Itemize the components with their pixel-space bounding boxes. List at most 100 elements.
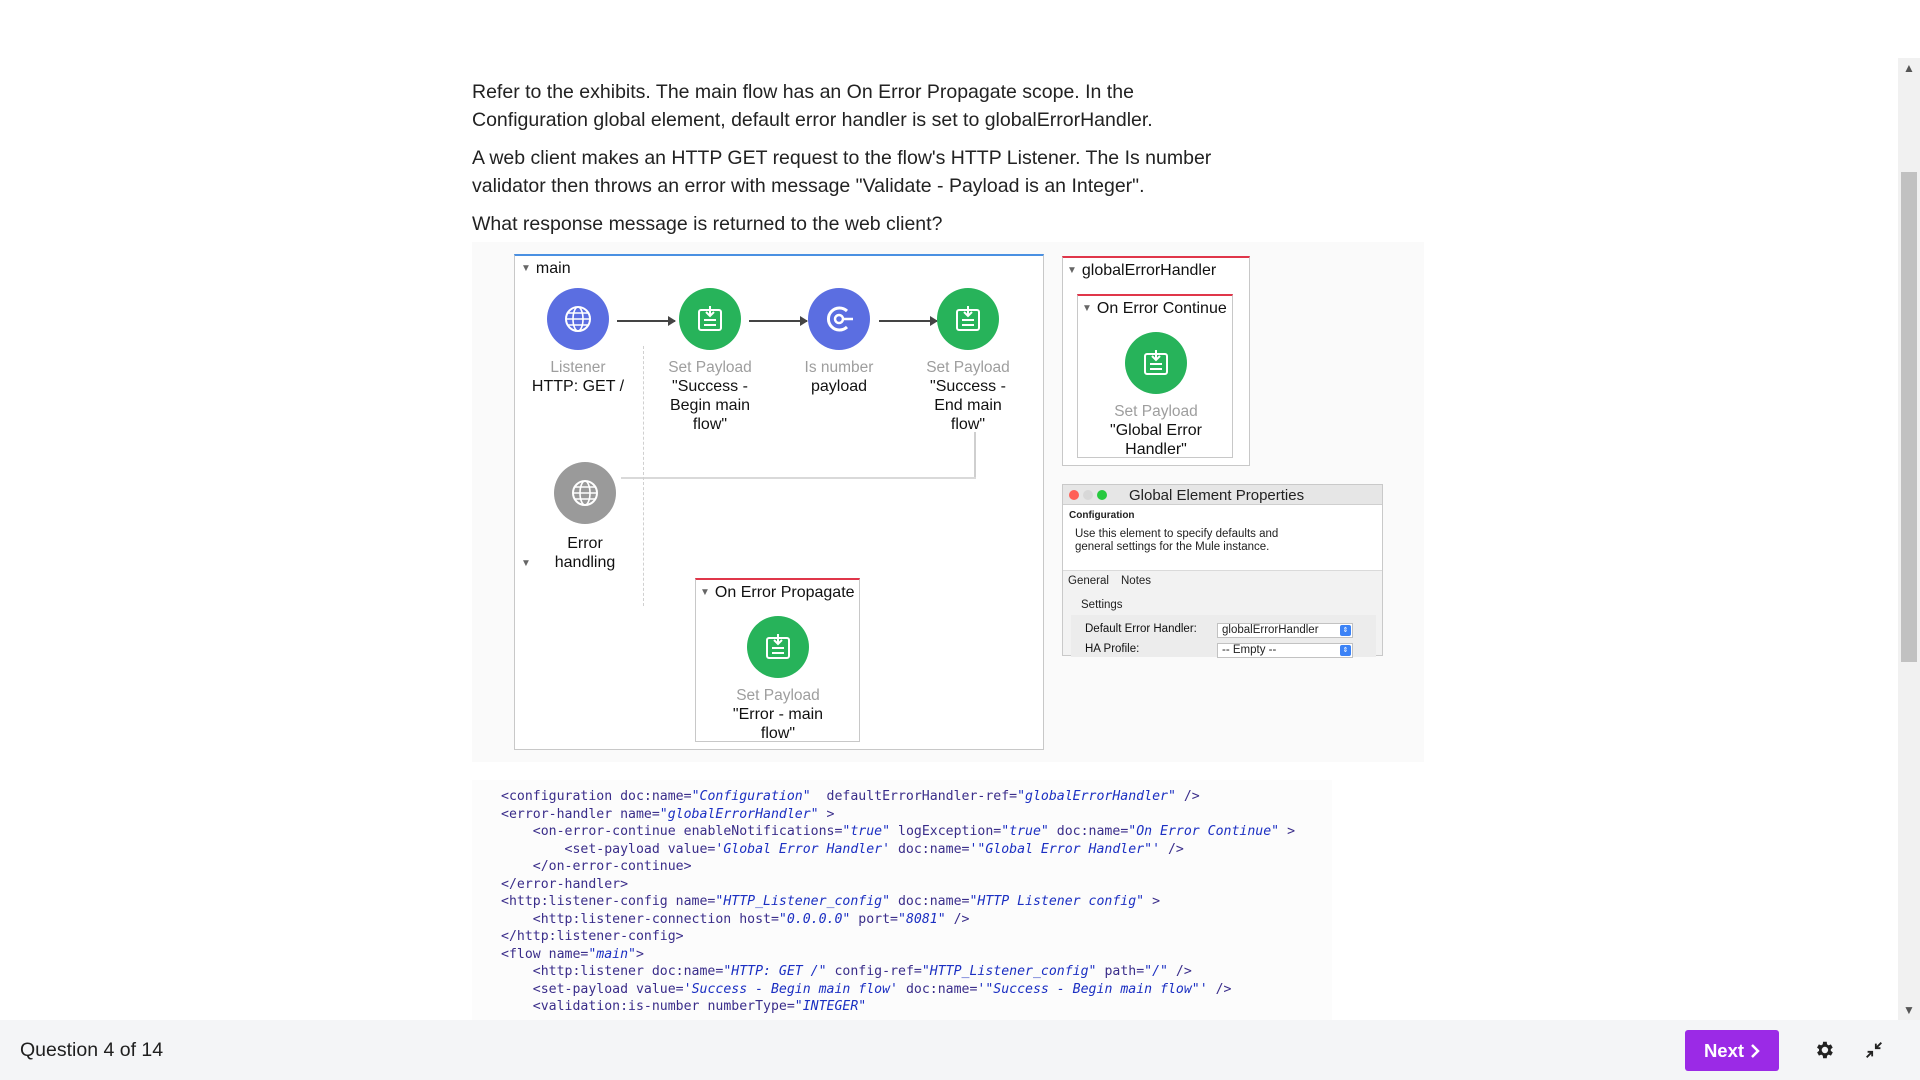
main-flow-title: ▼main	[521, 260, 571, 277]
ha-profile-select: -- Empty -- ⇕	[1217, 643, 1353, 658]
xml-code-block: <configuration doc:name="Configuration" …	[472, 780, 1332, 1016]
is-number-name-label: payload	[810, 378, 868, 395]
code-line: <http:listener doc:name="HTTP: GET /" co…	[501, 963, 1332, 981]
code-token: value=	[667, 841, 716, 857]
code-token: doc:name=	[620, 789, 692, 804]
scroll-up-arrow-icon[interactable]: ▲	[1903, 61, 1915, 75]
question-text: Refer to the exhibits. The main flow has…	[472, 78, 1232, 248]
code-line: <validation:is-number numberType="INTEGE…	[501, 998, 1332, 1016]
question-paragraph-2: A web client makes an HTTP GET request t…	[472, 147, 1212, 197]
code-token: "/"	[1144, 964, 1168, 979]
globe-icon	[547, 288, 609, 350]
code-token: "8081"	[898, 911, 946, 927]
set-payload-type-label: Set Payload	[926, 359, 1010, 376]
set-payload-begin-label: "Success - Begin main flow"	[669, 378, 751, 433]
global-error-handler-title: ▼globalErrorHandler	[1067, 262, 1217, 279]
code-line: <error-handler name="globalErrorHandler"…	[501, 806, 1332, 824]
code-token: name=	[675, 894, 716, 909]
collapse-button[interactable]	[1860, 1036, 1888, 1064]
code-token: value=	[635, 981, 684, 997]
code-token: doc:name=	[890, 841, 970, 857]
vertical-scrollbar[interactable]: ▲ ▼	[1898, 58, 1920, 1020]
code-token: "INTEGER"	[794, 999, 867, 1014]
default-error-handler-label: Default Error Handler:	[1085, 623, 1197, 635]
code-token: "globalErrorHandler"	[1017, 789, 1176, 804]
code-token: <http:listener	[501, 964, 652, 979]
code-token: >	[1144, 894, 1161, 909]
collapse-triangle-icon: ▼	[521, 263, 531, 274]
close-dot-icon	[1069, 490, 1079, 500]
collapse-arrows-icon	[1866, 1042, 1882, 1058]
is-number-type-label: Is number	[804, 359, 874, 376]
set-payload-icon	[937, 288, 999, 350]
code-token: <validation:is-number	[501, 999, 708, 1014]
code-line: <set-payload value='Global Error Handler…	[501, 841, 1332, 859]
window-title: Global Element Properties	[1129, 487, 1305, 504]
code-line: </on-error-continue>	[501, 858, 1332, 876]
set-payload-type-label: Set Payload	[736, 687, 820, 704]
code-token: >	[1279, 824, 1296, 839]
set-payload-end-node: Set Payload "Success - End main flow"	[903, 288, 1033, 434]
code-token: logException=	[890, 824, 1002, 839]
settings-gear-button[interactable]	[1810, 1036, 1838, 1064]
listener-name-label: HTTP: GET /	[531, 378, 625, 395]
gear-icon	[1817, 1041, 1833, 1059]
code-line: <flow name="main">	[501, 946, 1332, 964]
set-payload-global-label: "Global Error Handler"	[1110, 422, 1202, 458]
global-error-handler-panel: ▼globalErrorHandler ▼On Error Continue S…	[1062, 256, 1250, 466]
error-connector-line	[974, 432, 976, 478]
code-token: "main"	[588, 946, 636, 962]
code-line: </http:listener-config>	[501, 928, 1332, 946]
globe-icon	[554, 462, 616, 524]
default-error-handler-select: globalErrorHandler ⇕	[1217, 623, 1353, 638]
on-error-propagate-title: ▼On Error Propagate	[700, 584, 855, 601]
settings-box: Default Error Handler: globalErrorHandle…	[1071, 615, 1376, 658]
code-token: />	[1175, 789, 1200, 804]
code-token: "On Error Continue"	[1128, 824, 1280, 839]
on-error-continue-scope: ▼On Error Continue Set Payload "Global E…	[1077, 294, 1233, 458]
code-token: >	[635, 946, 644, 962]
code-token: "true"	[1001, 824, 1049, 839]
code-token: />	[945, 911, 970, 927]
set-payload-icon	[747, 616, 809, 678]
code-token: 'Success - Begin main flow'	[683, 981, 898, 997]
flow-arrow	[617, 316, 676, 326]
code-token: numberType=	[707, 999, 795, 1014]
set-payload-begin-node: Set Payload "Success - Begin main flow"	[645, 288, 775, 434]
code-token: />	[1207, 981, 1232, 997]
code-line: <configuration doc:name="Configuration" …	[501, 788, 1332, 806]
scroll-down-arrow-icon[interactable]: ▼	[1903, 1003, 1915, 1017]
set-payload-end-label: "Success - End main flow"	[930, 378, 1006, 433]
chevron-updown-icon: ⇕	[1340, 625, 1351, 636]
zoom-dot-icon	[1097, 490, 1107, 500]
code-line: <on-error-continue enableNotifications="…	[501, 823, 1332, 841]
code-line: <http:listener-config name="HTTP_Listene…	[501, 893, 1332, 911]
tab-notes: Notes	[1121, 575, 1152, 587]
question-paragraph-1: Refer to the exhibits. The main flow has…	[472, 81, 1153, 131]
ha-profile-label: HA Profile:	[1085, 643, 1140, 655]
code-token: >	[818, 806, 835, 822]
code-token: path=	[1096, 964, 1145, 979]
on-error-continue-title: ▼On Error Continue	[1082, 300, 1227, 317]
settings-label: Settings	[1081, 599, 1123, 611]
set-payload-type-label: Set Payload	[1114, 403, 1198, 420]
window-titlebar: Global Element Properties	[1063, 485, 1382, 505]
error-handling-label: Error handling	[554, 535, 616, 571]
code-line: </error-handler>	[501, 876, 1332, 894]
flow-arrow	[749, 316, 808, 326]
code-token: </http:listener-config>	[501, 929, 684, 944]
footer-bar: Question 4 of 14 Next	[0, 1020, 1920, 1080]
code-token: <error-handler	[501, 806, 621, 822]
code-token: defaultErrorHandler-ref=	[810, 789, 1018, 804]
tab-general: General	[1068, 575, 1109, 587]
code-token: </error-handler>	[501, 876, 629, 892]
config-header: Configuration Use this element to specif…	[1063, 505, 1382, 571]
code-token: config-ref=	[826, 964, 922, 979]
scrollbar-thumb[interactable]	[1901, 172, 1917, 662]
code-token: <http:listener-config	[501, 894, 676, 909]
code-token: "Configuration"	[691, 789, 811, 804]
chevron-right-icon	[1751, 1043, 1760, 1058]
next-button[interactable]: Next	[1685, 1030, 1779, 1071]
set-payload-type-label: Set Payload	[668, 359, 752, 376]
config-header-description: Use this element to specify defaults and…	[1075, 528, 1279, 553]
